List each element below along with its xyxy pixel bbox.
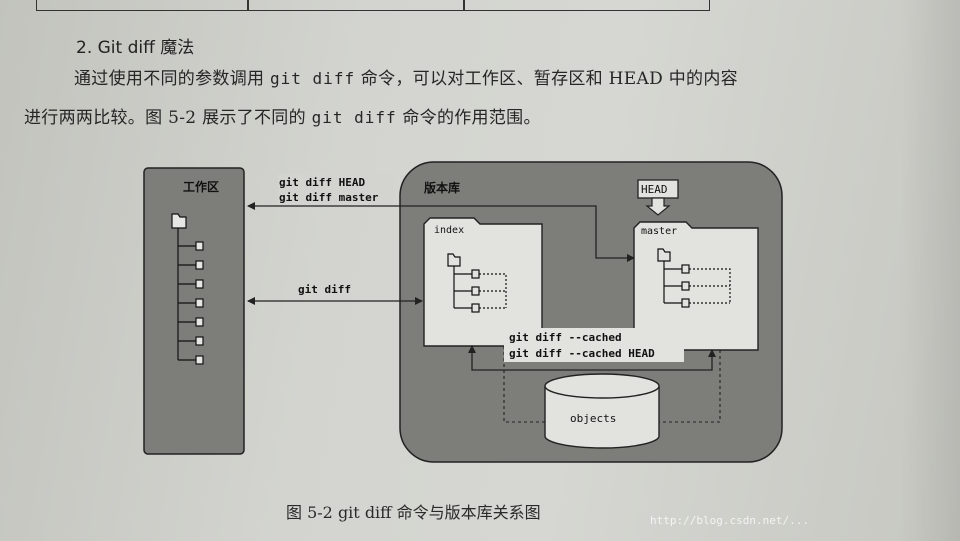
workspace-label: 工作区 (183, 179, 219, 194)
workspace-file-tree (171, 213, 204, 365)
text-run: 命令，可以对工作区、暂存区和 HEAD 中的内容 (355, 69, 738, 89)
master-label: master (641, 226, 677, 237)
text-run: 命令的作用范围。 (396, 108, 541, 128)
cmd-master-label: git diff master (279, 191, 379, 204)
page-edge-shadow (900, 0, 960, 541)
workspace-panel: 工作区 (143, 167, 245, 455)
repository-panel: 版本库 HEAD index master (399, 161, 783, 463)
table-divider (463, 0, 465, 10)
cmd-cached-head-label: git diff --cached HEAD (509, 347, 655, 360)
master-file-tree (657, 248, 731, 308)
paragraph-line-2: 进行两两比较。图 5-2 展示了不同的 git diff 命令的作用范围。 (24, 103, 541, 128)
cmd-plain-label: git diff (298, 283, 351, 296)
table-bottom-fragment (36, 0, 710, 11)
figure-caption: 图 5-2 git diff 命令与版本库关系图 (286, 503, 541, 522)
index-label: index (434, 225, 464, 236)
file-icon (195, 279, 204, 289)
cached-arrow (468, 345, 716, 371)
head-master-arrow (247, 202, 635, 262)
file-icon (195, 336, 204, 346)
folder-icon (171, 213, 187, 229)
inline-code: git diff (311, 108, 397, 127)
paragraph-line-1: 通过使用不同的参数调用 git diff 命令，可以对工作区、暂存区和 HEAD… (74, 64, 738, 89)
table-divider (247, 0, 249, 10)
head-command-box (278, 174, 394, 204)
cmd-cached-label: git diff --cached (509, 331, 622, 344)
text-run: 通过使用不同的参数调用 (74, 69, 271, 89)
file-icon (195, 317, 204, 327)
folder-icon (657, 248, 671, 262)
file-icon (195, 241, 204, 251)
section-heading: 2. Git diff 魔法 (76, 38, 195, 58)
file-icon (195, 355, 204, 365)
objects-store: objects (544, 373, 660, 449)
workspace-box (143, 167, 245, 455)
text-run: 进行两两比较。图 5-2 展示了不同的 (24, 108, 312, 128)
watermark: http://blog.csdn.net/... (650, 514, 809, 527)
inline-code: git diff (270, 69, 356, 88)
file-icon (195, 260, 204, 270)
repository-label: 版本库 (424, 180, 460, 195)
file-icon (195, 298, 204, 308)
objects-label: objects (570, 412, 616, 425)
object-links (503, 346, 721, 423)
index-panel (423, 217, 543, 347)
git-diff-diagram: 工作区 版本库 HEAD index (143, 161, 783, 463)
head-label: HEAD (641, 183, 668, 196)
cmd-head-label: git diff HEAD (279, 176, 365, 189)
head-arrow-icon (645, 197, 671, 216)
